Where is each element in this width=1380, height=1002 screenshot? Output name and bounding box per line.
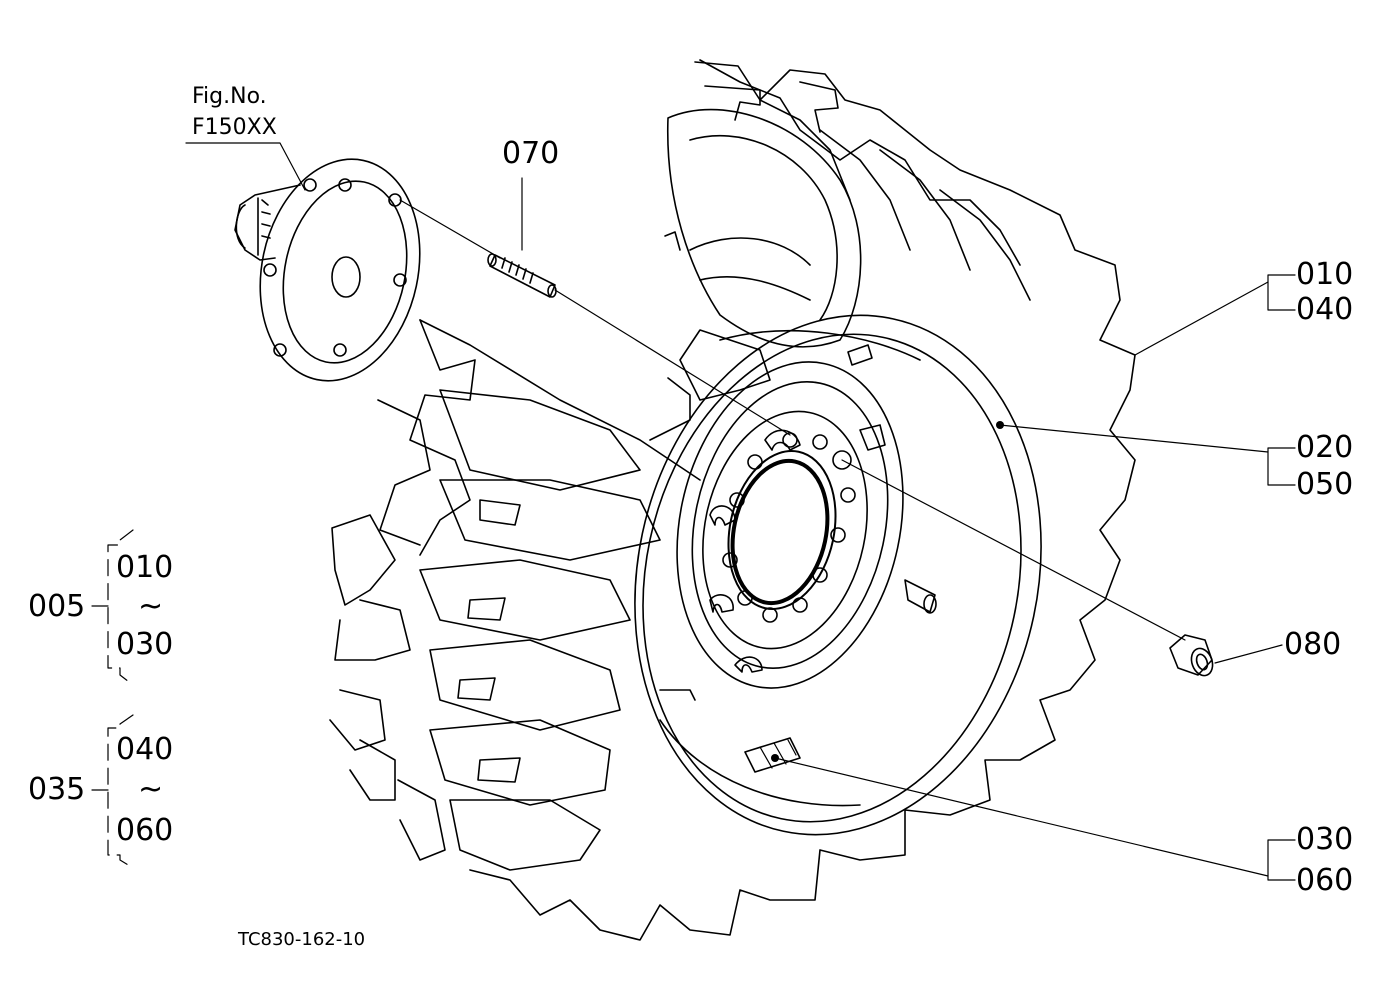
assembly-005-to: 030: [116, 627, 174, 662]
assembly-005-tilde: ~: [138, 589, 164, 624]
tire: [329, 59, 1136, 941]
leader-dots: [771, 421, 1004, 762]
tire-cutaway: [664, 108, 862, 348]
drawing-code: TC830-162-10: [238, 929, 366, 950]
lug-nut: [1169, 634, 1214, 677]
assembly-005-code: 005: [28, 589, 86, 624]
assembly-035-code: 035: [28, 772, 86, 807]
axle-flange: [234, 158, 421, 382]
assembly-035-to: 060: [116, 813, 174, 848]
leader-lines: [91, 142, 1296, 881]
callout-010: 010: [1296, 257, 1354, 292]
fig-no-label: Fig.No.: [192, 84, 267, 109]
assembly-035-tilde: ~: [138, 772, 164, 807]
weight-block: [744, 737, 801, 773]
fig-no-value: F150XX: [192, 115, 277, 140]
callout-020: 020: [1296, 430, 1354, 465]
callout-050: 050: [1296, 467, 1354, 502]
wheel-rim: [634, 314, 1042, 836]
stud-bolt: [487, 253, 557, 298]
callout-070: 070: [502, 136, 560, 171]
callout-040: 040: [1296, 292, 1354, 327]
assembly-005-from: 010: [116, 550, 174, 585]
assembly-035-from: 040: [116, 732, 174, 767]
callout-030: 030: [1296, 822, 1354, 857]
callout-080: 080: [1284, 627, 1342, 662]
callout-060: 060: [1296, 863, 1354, 898]
